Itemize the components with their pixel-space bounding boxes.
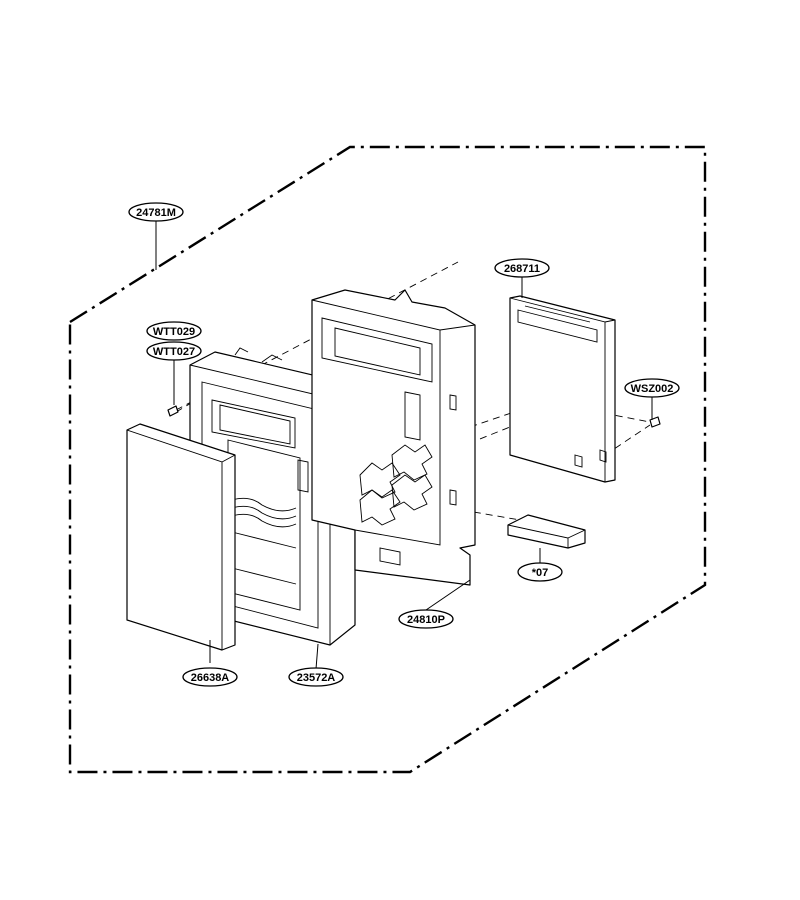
label-pad: *07	[517, 562, 563, 582]
svg-text:WSZ002: WSZ002	[631, 383, 674, 395]
cover-sheet-part	[126, 423, 236, 651]
label-pcb: 268711	[494, 258, 550, 278]
assembly-boundary	[68, 145, 707, 774]
label-screw-b: WTT027	[146, 341, 202, 361]
svg-text:268711: 268711	[504, 263, 540, 275]
svg-text:WTT027: WTT027	[153, 346, 195, 358]
svg-text:*07: *07	[532, 567, 549, 579]
label-screw-a: WTT029	[146, 321, 202, 341]
svg-text:24781M: 24781M	[136, 207, 176, 219]
label-pcb-screw: WSZ002	[624, 378, 680, 398]
svg-text:24810P: 24810P	[407, 614, 445, 626]
screw-left-icon	[167, 405, 179, 417]
label-assembly: 24781M	[128, 202, 184, 222]
label-holder: 24810P	[398, 609, 454, 629]
label-frame: 23572A	[288, 667, 344, 687]
svg-text:26638A: 26638A	[191, 672, 230, 684]
pcb-part	[509, 295, 616, 483]
svg-text:23572A: 23572A	[297, 672, 336, 684]
holder-part	[311, 289, 476, 586]
svg-text:WTT029: WTT029	[153, 326, 195, 338]
leader-lines	[155, 221, 653, 670]
pad-part	[507, 514, 586, 549]
label-cover-sheet: 26638A	[182, 667, 238, 687]
